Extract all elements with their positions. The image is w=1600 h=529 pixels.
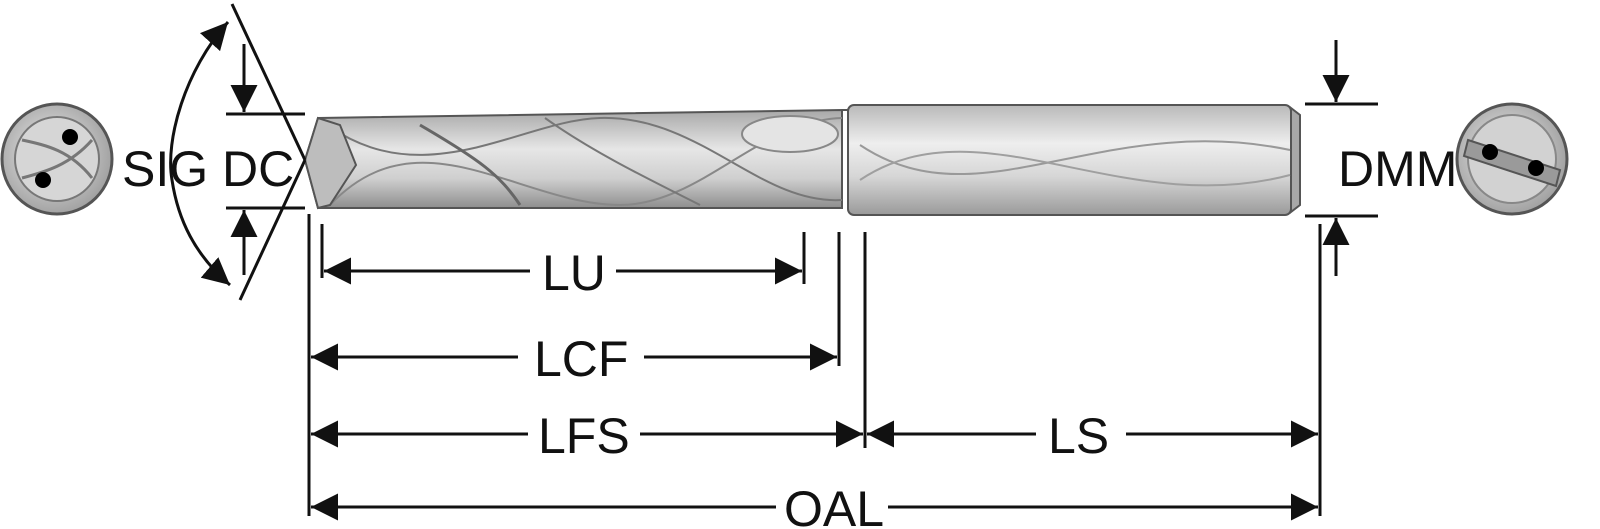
lfs-label: LFS (538, 408, 630, 464)
sig-dimension (169, 3, 307, 301)
dmm-dimension (1305, 40, 1378, 276)
ls-label: LS (1048, 408, 1109, 464)
lcf-label: LCF (534, 331, 628, 387)
drill-shank-end-view-icon (1455, 102, 1569, 216)
dc-dimension (226, 44, 305, 275)
length-extension-lines (307, 214, 1322, 516)
oal-label: OAL (784, 481, 884, 529)
drill-shank (847, 104, 1292, 216)
dmm-label: DMM (1338, 141, 1457, 197)
drill-tip-end-view-icon (0, 102, 114, 216)
sig-label: SIG (122, 141, 208, 197)
dc-label: DC (222, 141, 294, 197)
drill-body (303, 104, 1301, 216)
lu-label: LU (542, 245, 606, 301)
